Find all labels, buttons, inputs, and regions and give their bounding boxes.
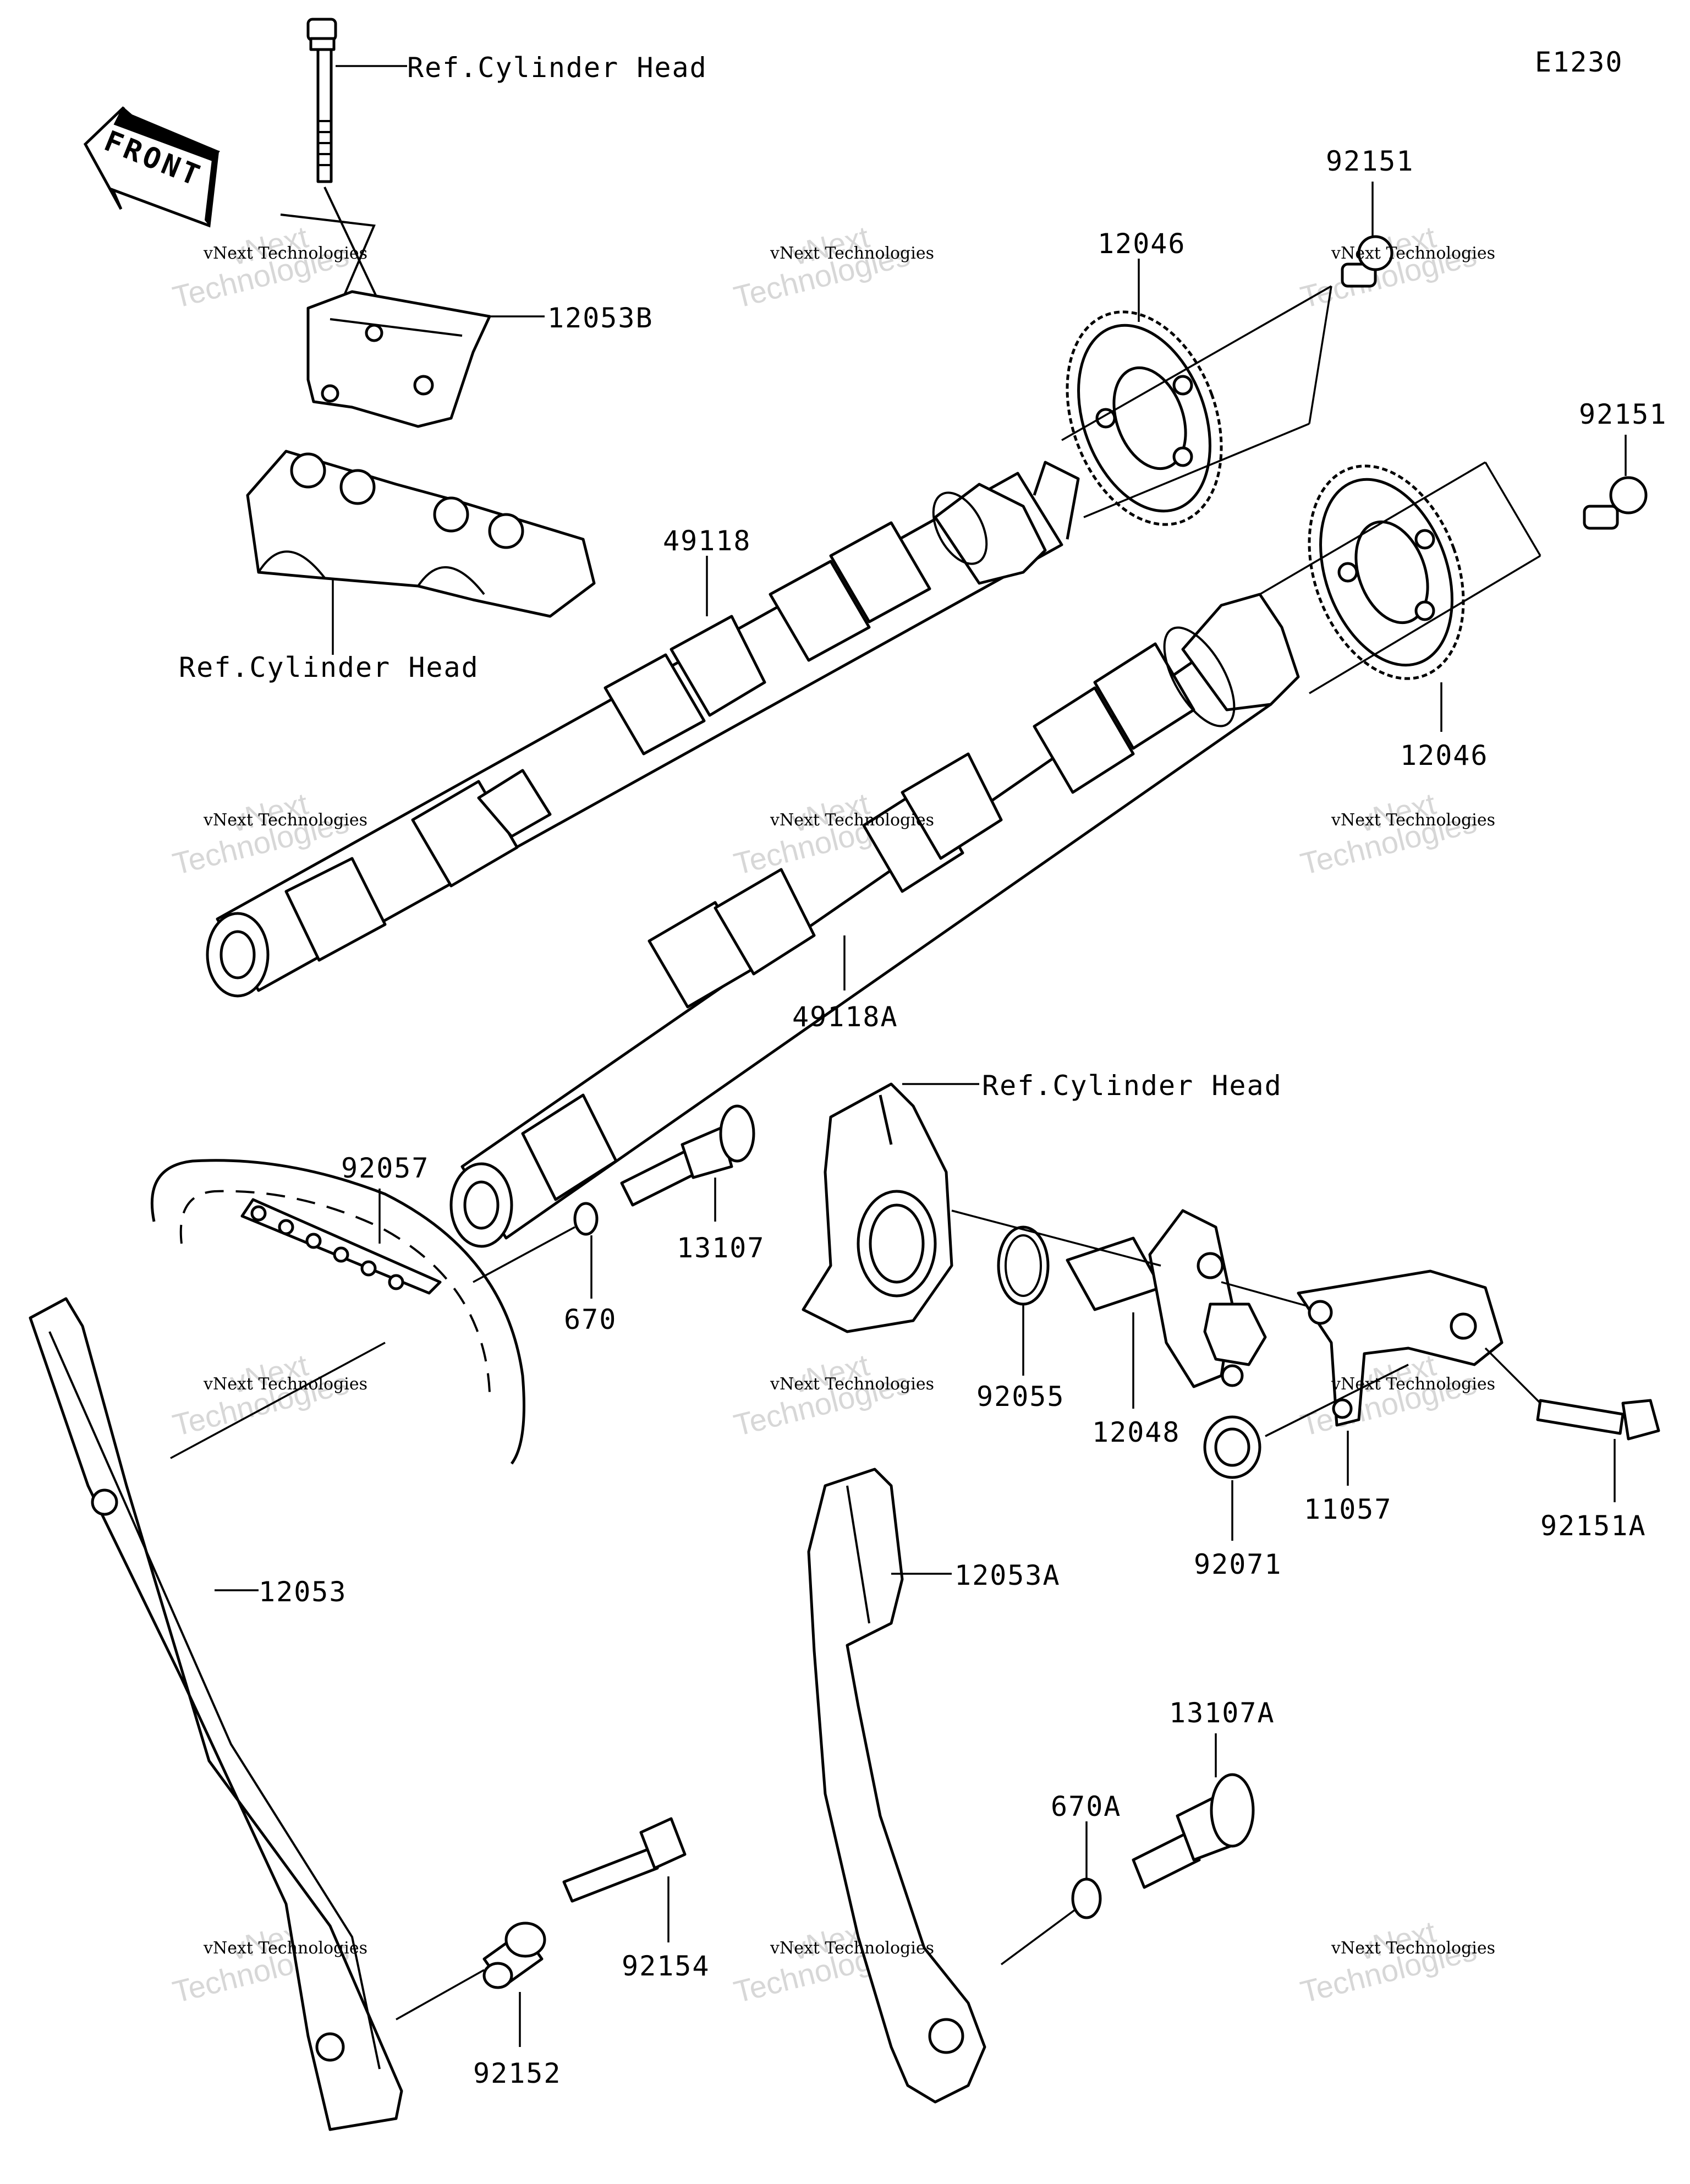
cylinder-head-bolt (306, 18, 337, 183)
chain-guide-tensioner (807, 1468, 986, 2104)
leader-line (951, 1209, 1321, 1311)
guide-pivot-bolt (620, 1104, 755, 1207)
o-ring (573, 1202, 599, 1236)
leader-line (170, 1342, 386, 1459)
watermark-caption: vNext Technologies (770, 244, 934, 263)
guide-bolt (562, 1817, 687, 1903)
part-label-92057: 92057 (341, 1152, 430, 1184)
tensioner-stopper (1297, 1269, 1504, 1427)
part-label-92152: 92152 (473, 2057, 562, 2089)
diagram-code: E1230 (1535, 46, 1623, 78)
guide-pivot-bolt-a (1132, 1773, 1255, 1889)
timing-chain (150, 1159, 525, 1465)
part-label-670A: 670A (1051, 1791, 1121, 1822)
watermark-caption: vNext Technologies (203, 1939, 367, 1958)
part-label-670: 670 (564, 1304, 617, 1335)
stopper-bolt (1536, 1399, 1660, 1441)
cam-sprocket-lower (1308, 464, 1465, 680)
watermark-caption: vNext Technologies (1331, 811, 1495, 830)
camshaft-cap (246, 450, 596, 618)
leader-line (473, 1226, 575, 1283)
part-label-92151-right: 92151 (1579, 398, 1667, 430)
camshaft-upper (206, 461, 1080, 998)
part-label-49118A: 49118A (792, 1001, 898, 1033)
watermark-caption: vNext Technologies (770, 1375, 934, 1394)
leader-line (396, 1969, 485, 2021)
ref-label-1: Ref.Cylinder Head (407, 52, 707, 84)
watermark-caption: vNext Technologies (203, 1375, 367, 1394)
ref-label-3: Ref.Cylinder Head (982, 1070, 1282, 1102)
part-label-92071: 92071 (1194, 1548, 1282, 1580)
watermark-caption-layer: vNext Technologies vNext Technologies vN… (203, 244, 1495, 1958)
chain-guide-bracket (306, 290, 491, 428)
tensioner-mount (802, 1082, 953, 1333)
part-label-12053B: 12053B (547, 302, 654, 334)
part-label-11057: 11057 (1304, 1493, 1392, 1525)
part-label-12053A: 12053A (954, 1559, 1061, 1591)
part-label-12046-top: 12046 (1098, 228, 1186, 260)
sprocket-bolt-lower (1583, 476, 1648, 530)
leader-line (1484, 1347, 1541, 1404)
chain-guide-fixed (29, 1297, 403, 2131)
part-label-92154: 92154 (622, 1950, 710, 1982)
part-label-92151-top: 92151 (1326, 145, 1414, 177)
watermark-caption: vNext Technologies (203, 811, 367, 830)
watermark-caption: vNext Technologies (1331, 1375, 1495, 1394)
part-label-12048: 12048 (1092, 1416, 1181, 1448)
part-label-12046-bottom: 12046 (1400, 740, 1489, 771)
stopper-collar (1203, 1415, 1261, 1479)
leader-line (1000, 1908, 1077, 1966)
chain-tensioner (1066, 1209, 1267, 1388)
leader-line (1265, 1364, 1409, 1437)
watermark-caption: vNext Technologies (203, 244, 367, 263)
watermark-caption: vNext Technologies (1331, 244, 1495, 263)
sprocket-bolt-upper (1341, 235, 1393, 288)
watermark-caption: vNext Technologies (770, 1939, 934, 1958)
leader-line (1259, 461, 1541, 694)
watermark-caption: vNext Technologies (770, 811, 934, 830)
part-label-13107A: 13107A (1169, 1697, 1275, 1729)
guide-collar (482, 1922, 546, 1989)
leader-line (1061, 285, 1332, 518)
ref-label-2: Ref.Cylinder Head (179, 652, 479, 683)
part-label-92151A: 92151A (1540, 1510, 1647, 1542)
o-ring-a (1071, 1878, 1102, 1919)
part-label-49118: 49118 (663, 525, 751, 557)
cam-sprocket-upper (1066, 310, 1223, 526)
front-arrow-icon: FRONT (83, 106, 220, 228)
part-label-13107: 13107 (677, 1232, 765, 1264)
part-label-92055: 92055 (976, 1381, 1065, 1413)
camshaft-lower (449, 593, 1300, 1248)
watermark-caption: vNext Technologies (1331, 1939, 1495, 1958)
part-label-12053: 12053 (259, 1576, 347, 1608)
